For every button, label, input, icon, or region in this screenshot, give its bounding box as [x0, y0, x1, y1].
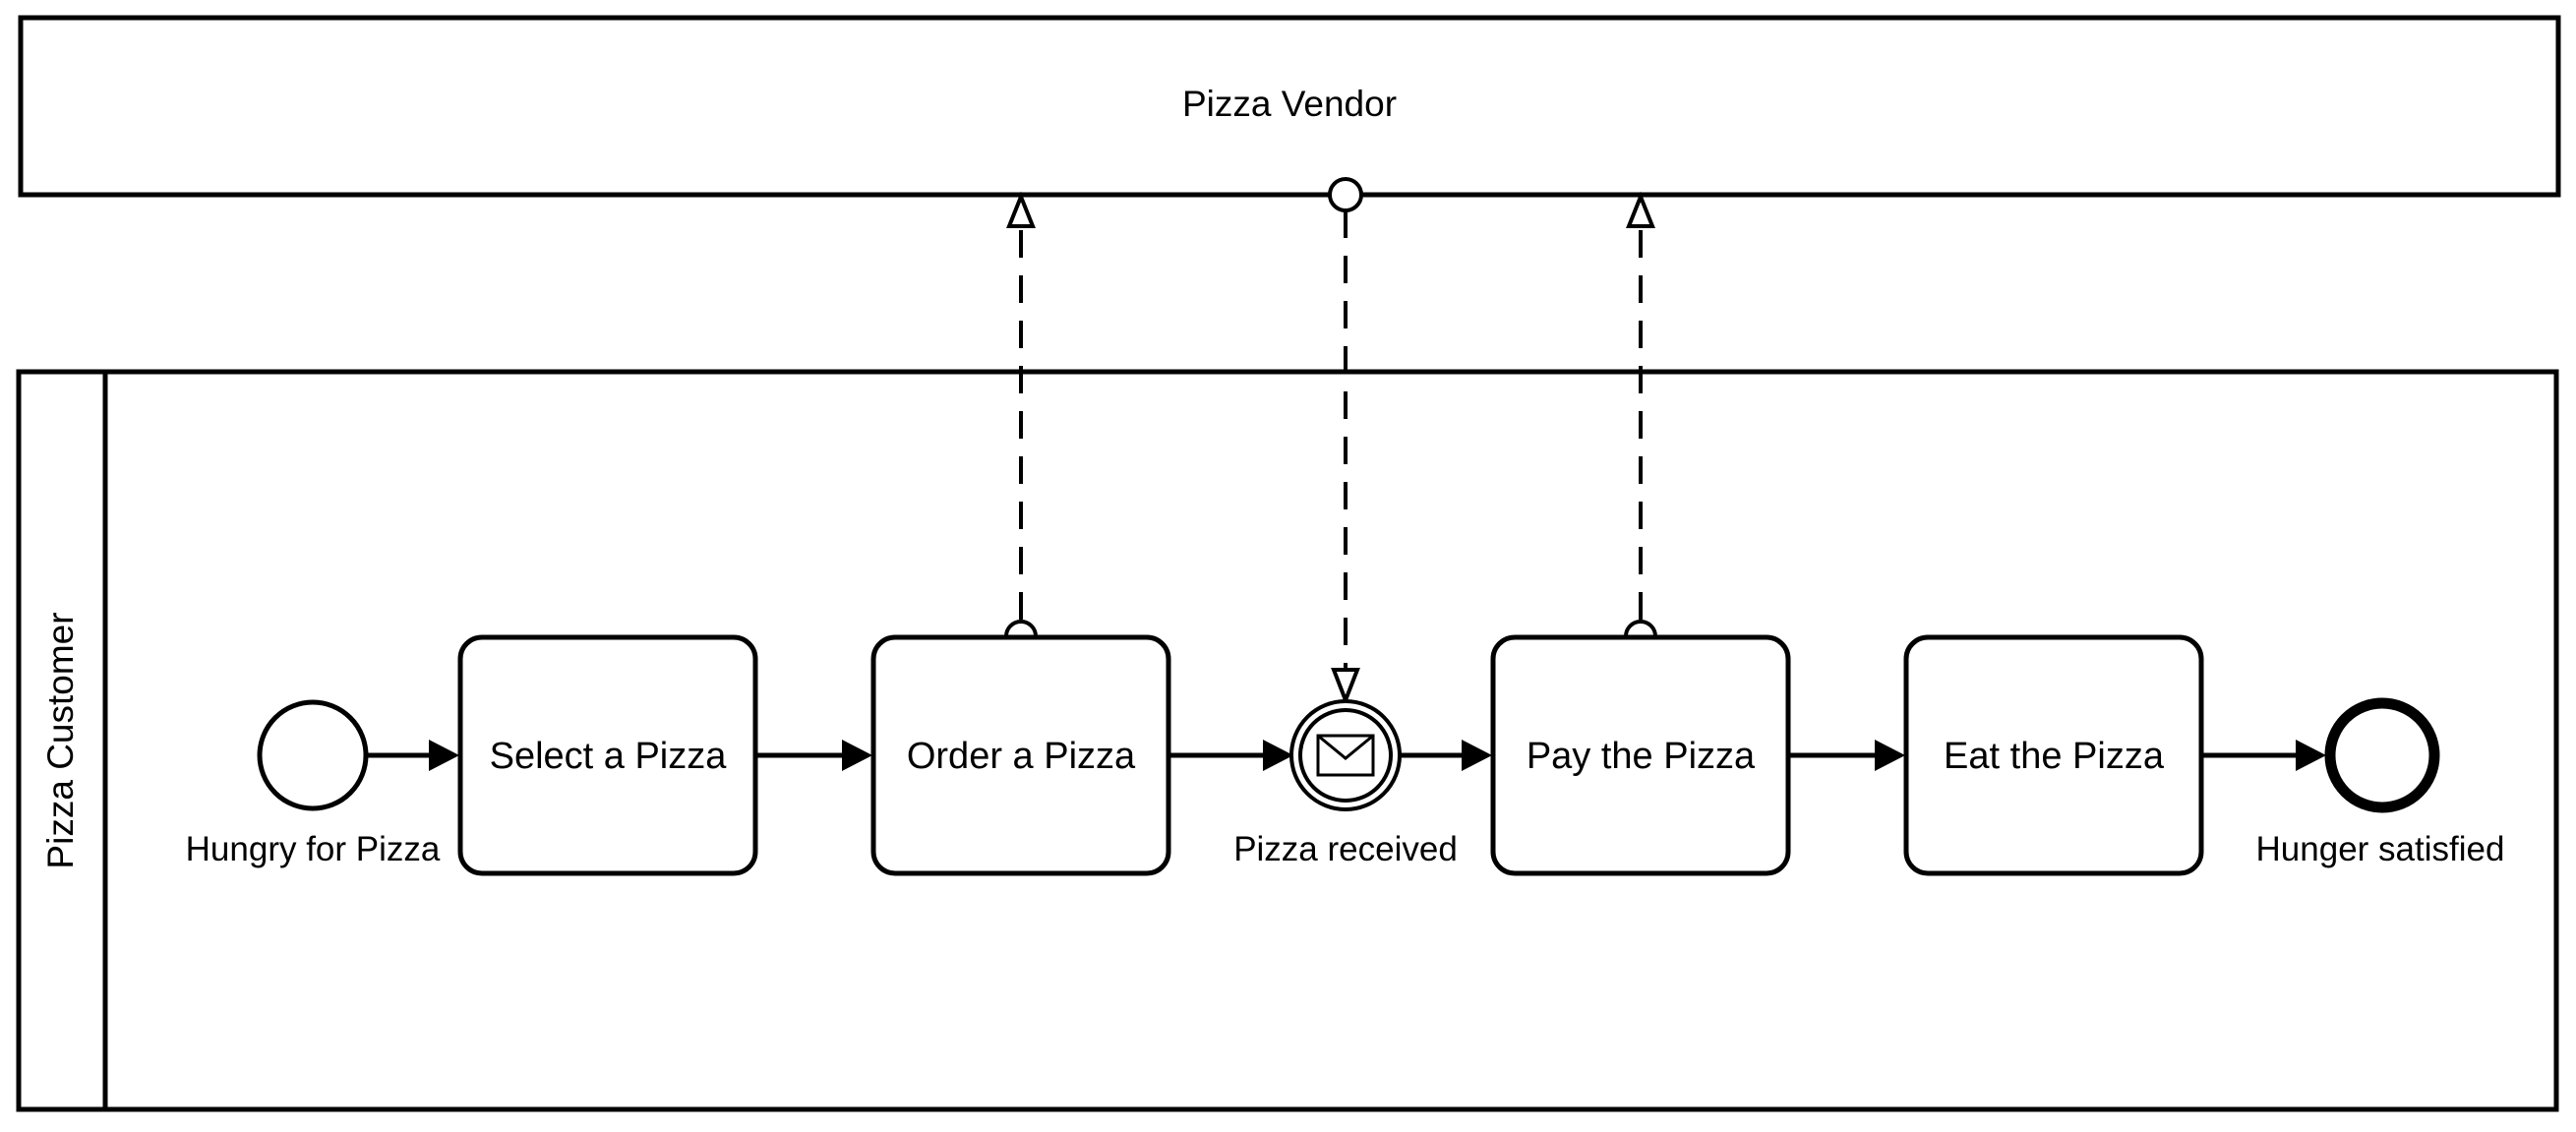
end-event-label: Hunger satisfied	[2256, 830, 2505, 868]
start-event[interactable]	[257, 699, 369, 811]
vendor-pool[interactable]: Pizza Vendor	[18, 15, 2561, 198]
task-pay-pizza-label: Pay the Pizza	[1527, 736, 1756, 777]
envelope-icon	[1316, 734, 1375, 777]
end-event[interactable]	[2324, 697, 2440, 813]
task-order-pizza[interactable]: Order a Pizza	[870, 634, 1171, 876]
sequence-flow-1[interactable]	[368, 740, 459, 771]
message-flow-delivery[interactable]	[1328, 177, 1363, 706]
sequence-flow-3[interactable]	[1168, 740, 1293, 771]
vendor-pool-label: Pizza Vendor	[1182, 84, 1397, 124]
task-pay-pizza[interactable]: Pay the Pizza	[1490, 634, 1791, 876]
task-select-pizza-label: Select a Pizza	[490, 736, 728, 777]
task-select-pizza[interactable]: Select a Pizza	[457, 634, 758, 876]
sequence-flow-5[interactable]	[1788, 740, 1905, 771]
customer-pool-label: Pizza Customer	[40, 612, 81, 868]
task-eat-pizza[interactable]: Eat the Pizza	[1903, 634, 2204, 876]
task-order-pizza-label: Order a Pizza	[907, 736, 1136, 777]
message-catch-event-label: Pizza received	[1233, 830, 1458, 868]
message-catch-event[interactable]	[1289, 699, 1402, 811]
sequence-flow-4[interactable]	[1400, 740, 1492, 771]
start-event-label: Hungry for Pizza	[186, 830, 441, 868]
task-eat-pizza-label: Eat the Pizza	[1944, 736, 2165, 777]
sequence-flow-2[interactable]	[755, 740, 872, 771]
sequence-flow-6[interactable]	[2201, 740, 2326, 771]
